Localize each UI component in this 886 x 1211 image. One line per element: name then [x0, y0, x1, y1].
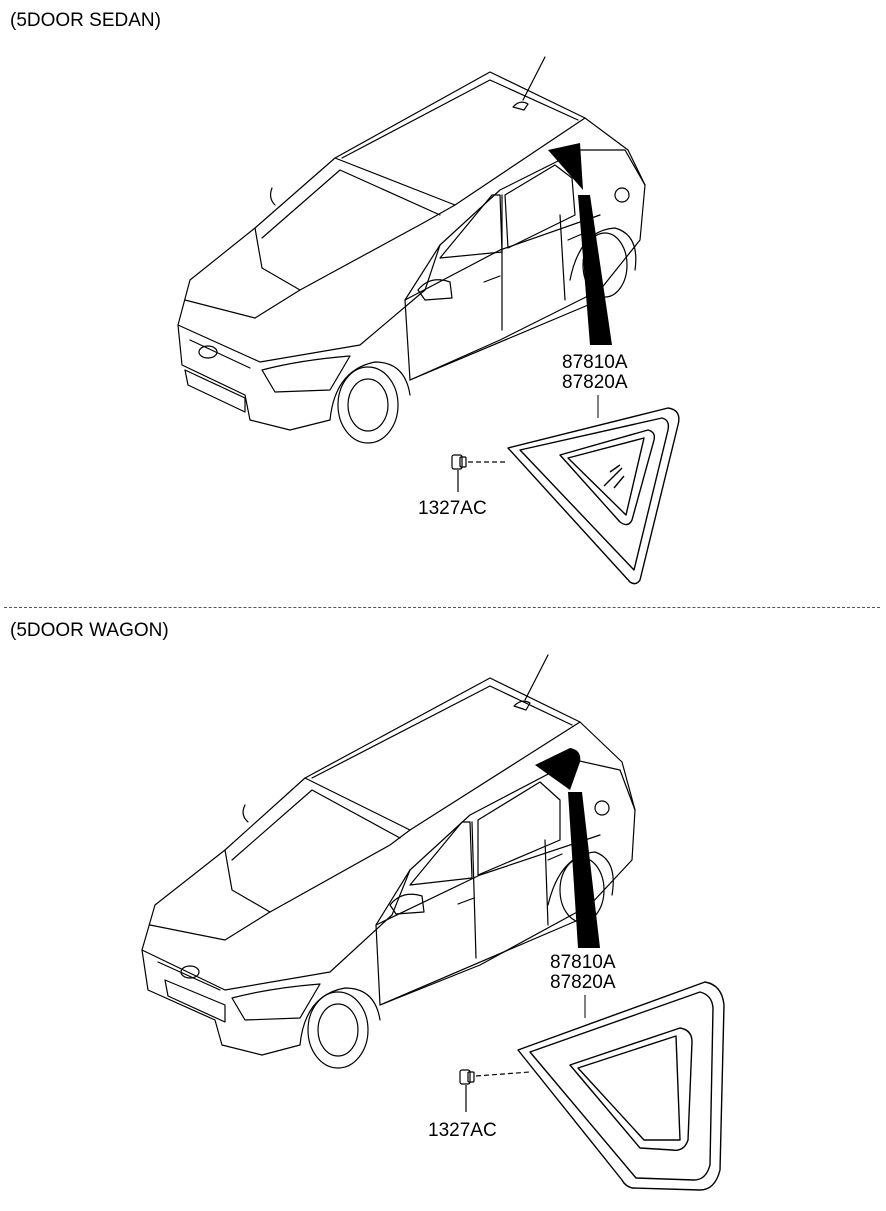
section-title-wagon: (5DOOR WAGON)	[10, 620, 169, 641]
clip-nut-icon	[451, 454, 508, 492]
sedan-leader-arrow	[578, 195, 612, 345]
sedan-part-1327AC: 1327AC	[418, 498, 487, 519]
wagon-part-87820A: 87820A	[550, 972, 616, 993]
wagon-part-1327AC: 1327AC	[428, 1120, 497, 1141]
section-divider	[4, 607, 880, 608]
wagon-part-87810A: 87810A	[550, 952, 616, 973]
sedan-part-87810A: 87810A	[562, 352, 628, 373]
section-title-sedan: (5DOOR SEDAN)	[10, 10, 161, 31]
sedan-car-illustration	[177, 56, 646, 444]
sedan-quarter-glass-part	[451, 395, 680, 585]
wagon-quarter-glass-highlight	[535, 748, 581, 790]
sedan-part-87820A: 87820A	[562, 372, 628, 393]
clip-nut-icon	[459, 1069, 531, 1112]
sedan-quarter-glass-highlight	[548, 143, 583, 190]
wagon-leader-arrow	[568, 792, 600, 948]
